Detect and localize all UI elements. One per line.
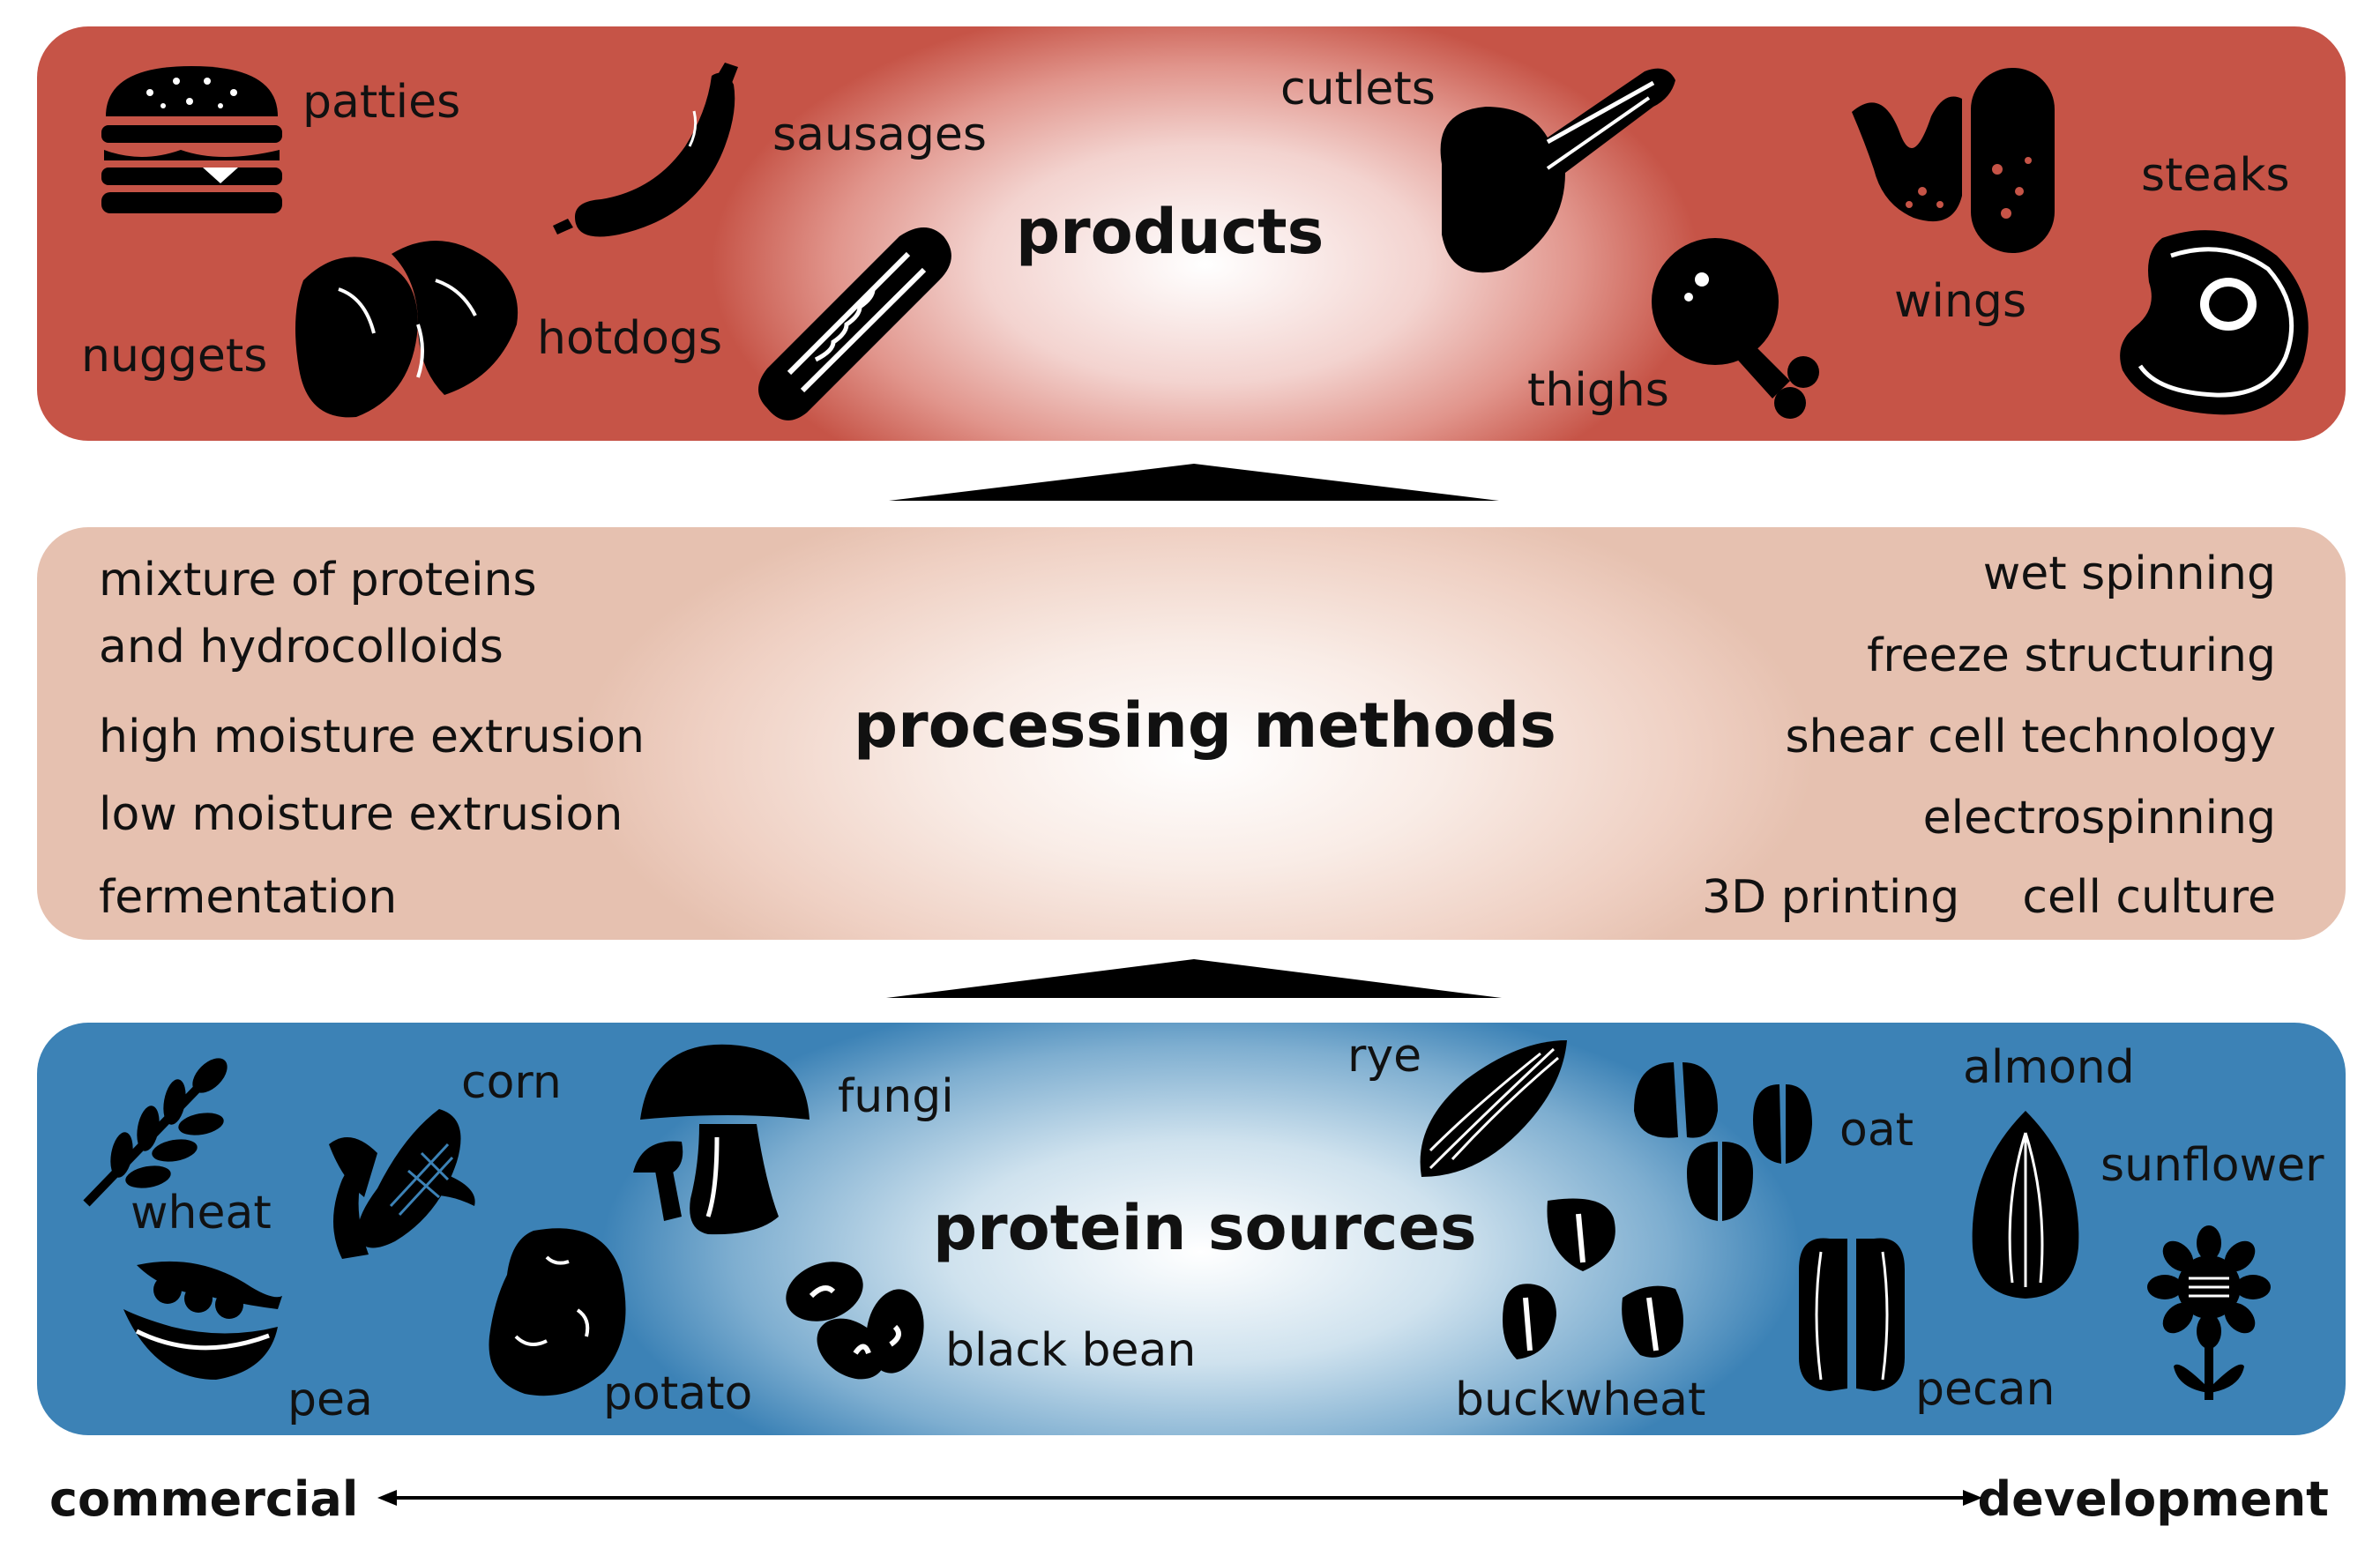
wheat-icon	[78, 1058, 236, 1208]
mushroom-icon	[633, 1040, 814, 1236]
corn-icon	[316, 1091, 483, 1263]
method-3d-printing: 3D printing	[1702, 871, 1960, 924]
pea-pod-icon	[119, 1256, 287, 1387]
oat-icon	[1630, 1058, 1815, 1221]
label-fungi: fungi	[838, 1070, 954, 1123]
drumstick-icon	[1649, 231, 1839, 421]
method-low-moisture-extrusion: low moisture extrusion	[99, 788, 623, 841]
label-patties: patties	[302, 76, 461, 129]
sources-band	[37, 1023, 2346, 1435]
method-high-moisture-extrusion: high moisture extrusion	[99, 711, 645, 763]
hotdog-icon	[750, 219, 961, 426]
label-corn: corn	[461, 1056, 562, 1109]
steak-icon	[2109, 220, 2321, 421]
label-thighs: thighs	[1527, 364, 1669, 417]
cutlet-icon	[1415, 58, 1680, 283]
products-band	[37, 26, 2346, 441]
methods-band	[37, 527, 2346, 940]
almond-icon	[1968, 1106, 2083, 1300]
sunflower-icon	[2143, 1225, 2275, 1402]
sausage-icon	[548, 58, 760, 252]
label-potato: potato	[603, 1367, 753, 1420]
method-mixture-line2: and hydrocolloids	[99, 621, 504, 674]
label-oat: oat	[1839, 1104, 1914, 1157]
burger-icon	[97, 62, 287, 216]
wings-icon	[1847, 63, 2059, 257]
buckwheat-icon	[1499, 1192, 1689, 1364]
label-hotdogs: hotdogs	[537, 312, 723, 365]
method-fermentation: fermentation	[99, 871, 398, 924]
label-sunflower: sunflower	[2100, 1139, 2324, 1192]
double-headed-arrow	[377, 1486, 1982, 1509]
potato-icon	[481, 1222, 630, 1398]
black-bean-icon	[780, 1243, 930, 1393]
label-rye: rye	[1347, 1030, 1422, 1083]
upward-arrow-head-bottom	[886, 959, 1502, 998]
label-wheat: wheat	[131, 1187, 272, 1240]
label-sausages: sausages	[772, 108, 987, 161]
label-wings: wings	[1894, 275, 2027, 328]
axis-right-label: development	[1977, 1471, 2329, 1527]
products-title: products	[1016, 196, 1324, 268]
label-black-bean: black bean	[945, 1324, 1197, 1377]
rye-seed-icon	[1413, 1036, 1571, 1186]
method-cell-culture: cell culture	[2022, 871, 2276, 924]
label-steaks: steaks	[2141, 149, 2290, 202]
upward-arrow-head-top	[889, 464, 1499, 501]
label-nuggets: nuggets	[81, 330, 268, 383]
label-cutlets: cutlets	[1280, 63, 1436, 115]
label-pecan: pecan	[1915, 1363, 2055, 1416]
sources-title: protein sources	[933, 1192, 1477, 1264]
method-shear-cell-technology: shear cell technology	[1785, 711, 2276, 763]
method-electrospinning: electrospinning	[1922, 792, 2276, 845]
label-almond: almond	[1963, 1041, 2135, 1094]
methods-title: processing methods	[854, 689, 1556, 762]
nuggets-icon	[286, 227, 528, 426]
pecan-icon	[1790, 1234, 1914, 1393]
label-buckwheat: buckwheat	[1455, 1374, 1706, 1426]
label-pea: pea	[287, 1374, 373, 1426]
axis-left-label: commercial	[49, 1471, 359, 1527]
method-freeze-structuring: freeze structuring	[1867, 629, 2276, 682]
method-mixture-line1: mixture of proteins	[99, 554, 537, 607]
method-wet-spinning: wet spinning	[1982, 547, 2276, 600]
